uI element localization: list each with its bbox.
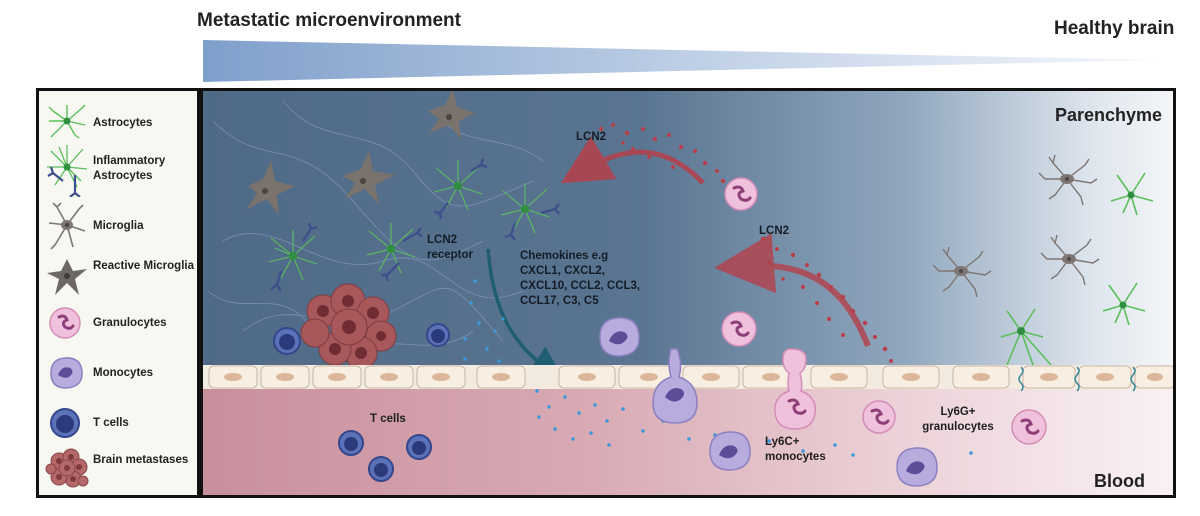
legend-label: Microglia bbox=[93, 220, 144, 232]
blood-monocytes bbox=[709, 431, 938, 487]
monocyte-icon bbox=[50, 357, 83, 389]
legend-item-inflammatory-astrocytes: Inflammatory Astrocytes bbox=[39, 141, 197, 197]
inflammatory-astrocyte-cells bbox=[268, 158, 560, 292]
granulocyte-icon bbox=[49, 307, 81, 339]
legend-label: Inflammatory Astrocytes bbox=[93, 155, 166, 182]
legend-label: Granulocytes bbox=[93, 317, 167, 329]
transmigrating-granulocyte bbox=[774, 348, 816, 430]
lcn2-label-top: LCN2 bbox=[576, 131, 607, 143]
diagram-panel: Parenchyme Blood LCN2 LCN2 LCN2 receptor… bbox=[200, 88, 1176, 498]
legend-label: T cells bbox=[93, 417, 129, 429]
legend-item-brain-metastases: Brain metastases bbox=[39, 447, 197, 493]
lcn2-arrow-top bbox=[560, 136, 705, 185]
brain-metastasis-icon bbox=[45, 448, 89, 488]
header-left-title: Metastatic microenvironment bbox=[197, 10, 461, 31]
header-right-title: Healthy brain bbox=[1054, 18, 1175, 39]
legend-item-t-cells: T cells bbox=[39, 403, 197, 443]
chemokine-arrow bbox=[486, 248, 565, 381]
blood-label: Blood bbox=[1094, 471, 1145, 491]
healthy-astrocyte-cells bbox=[1000, 172, 1154, 366]
lcn2-receptor-label: LCN2 receptor bbox=[427, 234, 474, 261]
microglia-icon bbox=[48, 202, 86, 250]
legend-label: Reactive Microglia bbox=[93, 260, 194, 272]
legend-item-monocytes: Monocytes bbox=[39, 353, 197, 393]
ly6c-monocytes-label: Ly6C+ monocytes bbox=[765, 436, 826, 463]
chemokine-particles bbox=[463, 279, 973, 457]
blood-granulocytes bbox=[862, 400, 1047, 445]
legend-panel: Astrocytes Inflammatory Astrocytes Micro… bbox=[36, 88, 200, 498]
legend-item-granulocytes: Granulocytes bbox=[39, 303, 197, 343]
legend-label: Monocytes bbox=[93, 367, 154, 379]
parenchyme-monocyte bbox=[599, 317, 640, 357]
legend-item-astrocytes: Astrocytes bbox=[39, 103, 197, 139]
parenchyme-granulocytes bbox=[721, 177, 758, 347]
legend-item-microglia: Microglia bbox=[39, 201, 197, 251]
legend-item-reactive-microglia: Reactive Microglia bbox=[39, 251, 197, 299]
chemokines-label: Chemokines e.g CXCL1, CXCL2, CXCL10, CCL… bbox=[520, 250, 641, 307]
lcn2-arrow-middle bbox=[714, 233, 871, 348]
brain-metastasis-mass bbox=[300, 283, 397, 370]
blood-t-cells-label: T cells bbox=[370, 413, 406, 425]
endothelial-layer bbox=[203, 365, 1173, 392]
legend-label: Brain metastases bbox=[93, 454, 189, 466]
resting-microglia-cells bbox=[932, 154, 1100, 298]
lcn2-label-middle: LCN2 bbox=[759, 225, 790, 237]
parenchyme-t-cells bbox=[273, 323, 450, 355]
gradient-wedge bbox=[203, 40, 1155, 82]
blood-t-cells bbox=[338, 430, 432, 482]
diagram-canvas bbox=[203, 91, 1173, 487]
reactive-microglia-cells bbox=[247, 91, 475, 215]
reactive-microglia-icon bbox=[47, 259, 87, 295]
transmigrating-monocyte bbox=[652, 348, 698, 424]
fiber-network bbox=[207, 100, 544, 352]
parenchyme-label: Parenchyme bbox=[1055, 105, 1163, 125]
astrocyte-icon bbox=[48, 104, 86, 139]
legend-label: Astrocytes bbox=[93, 117, 153, 129]
t-cell-icon bbox=[50, 408, 80, 438]
inflammatory-astrocyte-icon bbox=[47, 145, 88, 197]
ly6g-granulocytes-label: Ly6G+ granulocytes bbox=[922, 406, 994, 433]
